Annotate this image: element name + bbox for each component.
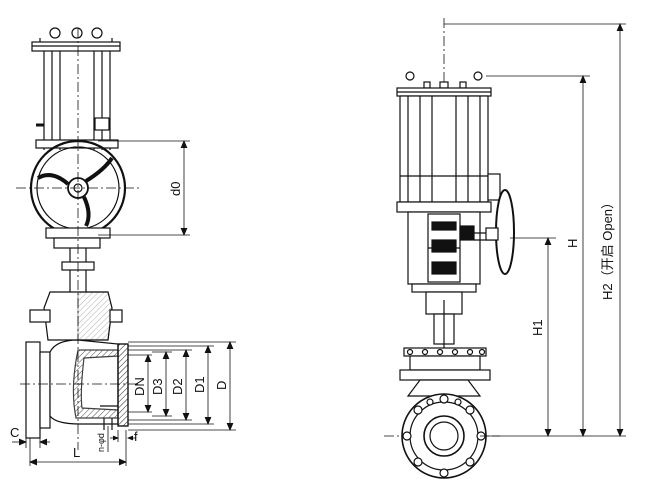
actuator-cylinder-left	[36, 51, 111, 150]
gearbox-right	[407, 211, 500, 285]
label-d0: d0	[168, 182, 183, 196]
side-view-dimensions	[12, 139, 236, 466]
side-view	[16, 27, 140, 450]
flange-bolt-holes	[402, 394, 486, 478]
bonnet-bolts	[406, 348, 486, 356]
label-c: C	[10, 425, 19, 440]
front-view-dimensions	[444, 22, 626, 438]
label-f: f	[134, 429, 138, 444]
lifting-lugs-left	[39, 27, 113, 44]
label-d1: D1	[192, 376, 207, 393]
end-flange-outer	[401, 393, 487, 479]
actuator-cylinder-right	[399, 95, 501, 203]
label-h1: H1	[530, 319, 545, 336]
label-dn: DN	[132, 377, 147, 396]
label-d2: D2	[170, 378, 185, 395]
label-l: L	[73, 445, 80, 460]
label-h2-open: H2（开启 Open）	[600, 196, 615, 300]
label-d: D	[214, 381, 229, 390]
label-h: H	[565, 239, 580, 248]
label-d3: D3	[150, 378, 165, 395]
label-n-phi-d: n-φd	[96, 433, 106, 452]
handwheel-right	[485, 189, 515, 275]
front-view	[384, 18, 515, 479]
